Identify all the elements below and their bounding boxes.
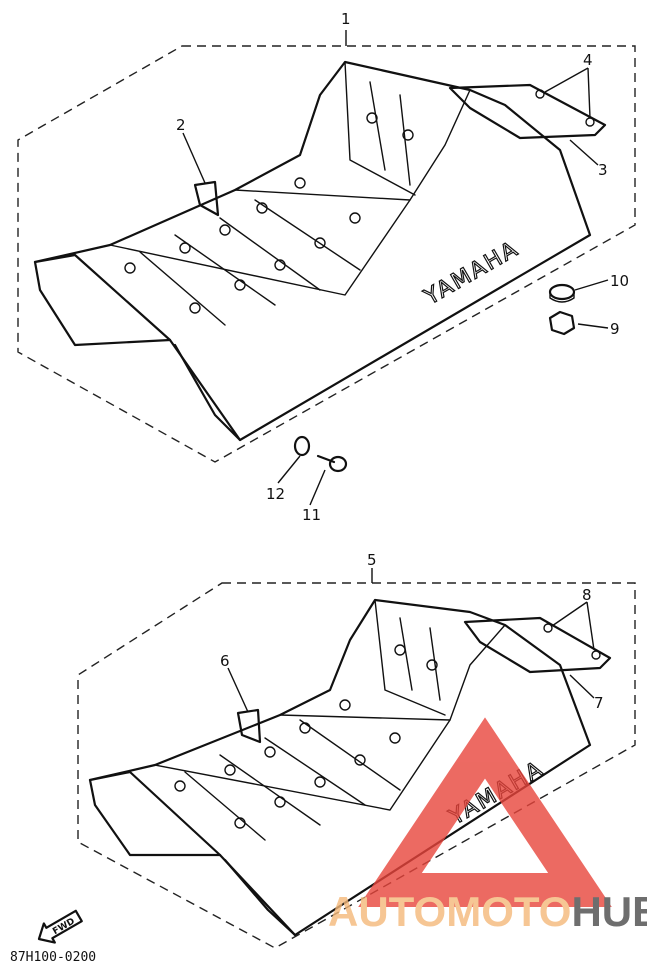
callout-4: 4	[583, 51, 593, 69]
callout-6: 6	[220, 652, 230, 670]
callout-2: 2	[176, 116, 186, 134]
callout-5: 5	[367, 551, 377, 569]
washer-12	[293, 435, 311, 457]
callout-10: 10	[610, 272, 629, 290]
callout-9: 9	[610, 320, 620, 338]
seat-hook-2	[193, 180, 220, 217]
fwd-label: FWD	[51, 917, 76, 937]
fwd-arrow-icon: FWD	[37, 909, 83, 944]
callout-7: 7	[594, 694, 604, 712]
watermark-text: AUTOMOTOHUB	[328, 888, 647, 935]
seat-hook-6	[236, 708, 262, 744]
nut-9	[548, 310, 576, 336]
rear-bracket-3	[448, 83, 607, 140]
callout-12: 12	[266, 485, 285, 503]
rear-bracket-7	[463, 616, 612, 674]
watermark-triangle-icon	[358, 717, 612, 907]
callout-1: 1	[341, 10, 351, 28]
callout-8: 8	[582, 586, 592, 604]
seat-1-brand: YAMAHA	[420, 236, 524, 310]
callout-11: 11	[302, 506, 321, 524]
bolt-11	[316, 454, 348, 473]
assembly-1-outline	[17, 45, 636, 463]
watermark: AUTOMOTOHUB	[328, 717, 647, 935]
callout-3: 3	[598, 161, 608, 179]
grommet-10	[548, 283, 576, 303]
assembly-5-outline	[77, 582, 636, 949]
seat-assembly-1: YAMAHA 1 2 3 4 9 10 11 12	[17, 10, 636, 524]
diagram-code: 87H100-0200	[10, 950, 97, 965]
